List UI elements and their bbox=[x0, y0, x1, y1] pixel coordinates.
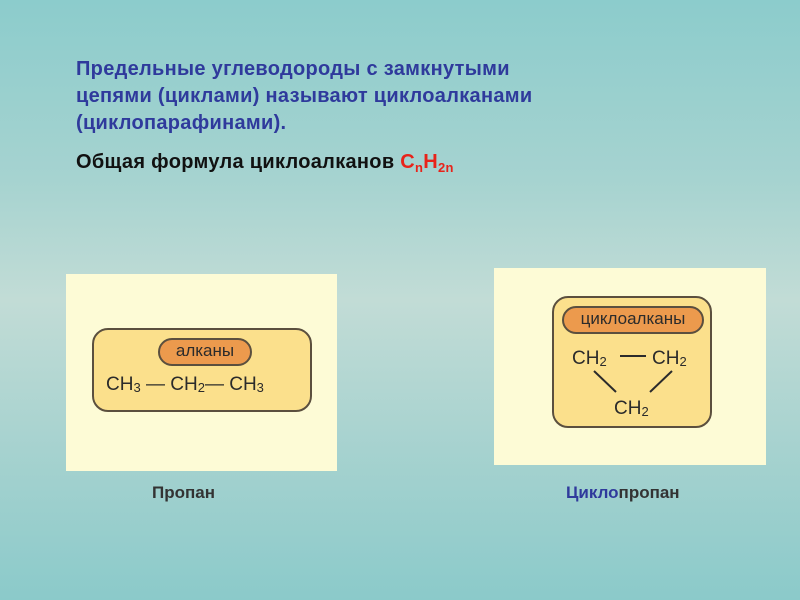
propane-panel: алканы CH3 — CH2— CH3 bbox=[66, 274, 337, 471]
cyclopropane-caption-rest: пропан bbox=[618, 483, 680, 502]
cyclopropane-caption-prefix: Цикло bbox=[566, 483, 619, 502]
ring-bond-right bbox=[649, 370, 673, 393]
text-block: Предельные углеводороды с замкнутыми цеп… bbox=[76, 56, 716, 175]
definition-line-3: (циклопарафинами). bbox=[76, 112, 287, 134]
formula-expression: CnH2n bbox=[400, 151, 454, 175]
ring-ch2-top-left: CH2 bbox=[572, 348, 607, 369]
definition-line-2: цепями (циклами) называют циклоалканами bbox=[76, 85, 533, 107]
general-formula: Общая формула циклоалканов CnH2n bbox=[76, 151, 716, 175]
cyclopropane-card: циклоалканы CH2 CH2 CH2 bbox=[552, 296, 712, 428]
cyclopropane-panel: циклоалканы CH2 CH2 CH2 bbox=[494, 268, 766, 465]
ring-bond-left bbox=[593, 370, 617, 393]
cyclopropane-ring: CH2 CH2 CH2 bbox=[572, 348, 687, 419]
definition-line-1: Предельные углеводороды с замкнутыми bbox=[76, 58, 510, 80]
propane-formula: CH3 — CH2— CH3 bbox=[106, 374, 264, 395]
formula-prefix: Общая формула циклоалканов bbox=[76, 151, 401, 173]
definition-text: Предельные углеводороды с замкнутыми цеп… bbox=[76, 56, 716, 137]
cyclopropane-caption: Циклопропан bbox=[566, 483, 680, 503]
propane-caption: Пропан bbox=[152, 483, 215, 502]
cycloalkanes-tag: циклоалканы bbox=[562, 306, 704, 334]
ring-ch2-top-right: CH2 bbox=[652, 348, 687, 369]
propane-card: алканы CH3 — CH2— CH3 bbox=[92, 328, 312, 412]
ring-ch2-bottom: CH2 bbox=[614, 398, 649, 419]
alkanes-tag: алканы bbox=[158, 338, 252, 366]
